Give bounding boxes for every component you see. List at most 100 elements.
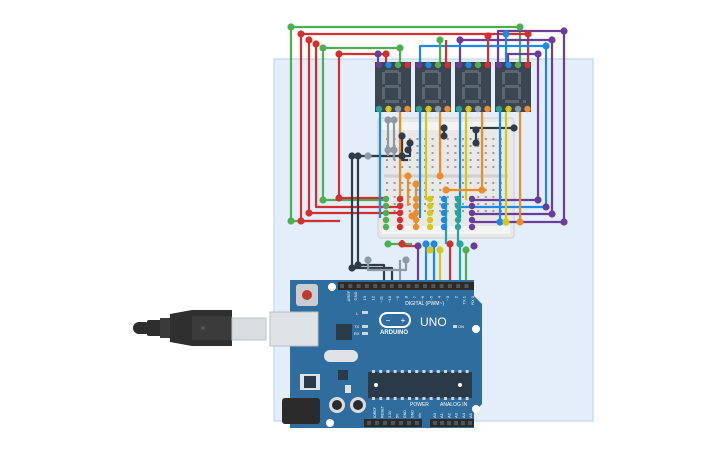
breadboard-connection[interactable] [468,195,476,203]
wire-endpoint[interactable] [430,240,438,248]
display-pin[interactable] [484,105,491,113]
wire-endpoint[interactable] [534,196,542,204]
display-pin[interactable] [465,105,472,113]
breadboard-connection[interactable] [396,202,404,210]
display-pin[interactable] [375,105,383,113]
display-pin[interactable] [524,105,531,113]
wire-endpoint[interactable] [319,196,327,204]
wire-endpoint[interactable] [534,50,542,58]
header-hole[interactable] [464,284,469,288]
seven-segment-display[interactable] [455,61,491,113]
wire-endpoint[interactable] [436,172,444,180]
display-pin[interactable] [425,105,432,113]
header-hole[interactable] [433,421,437,425]
display-pin[interactable] [505,61,512,69]
header-hole[interactable] [399,421,403,425]
wire-endpoint[interactable] [560,27,568,35]
wire-endpoint[interactable] [287,23,295,31]
wire-endpoint[interactable] [414,242,422,250]
header-hole[interactable] [364,284,369,288]
wire[interactable] [291,25,522,62]
header-hole[interactable] [367,421,371,425]
wire-endpoint[interactable] [472,139,480,147]
wire-endpoint[interactable] [354,261,362,269]
seven-segment-display[interactable] [375,61,411,113]
display-pin[interactable] [434,105,442,113]
wire-endpoint[interactable] [442,186,450,194]
header-hole[interactable] [447,284,452,288]
wire-endpoint[interactable] [496,218,504,226]
breadboard-connection[interactable] [440,216,448,224]
display-pin[interactable] [455,61,463,69]
wire-endpoint[interactable] [516,23,524,31]
wire-endpoint[interactable] [335,194,343,202]
wire-endpoint[interactable] [478,186,486,194]
wire-endpoint[interactable] [319,44,327,52]
wire-endpoint[interactable] [446,240,454,248]
header-hole[interactable] [447,421,451,425]
breadboard-connection[interactable] [454,195,462,203]
header-hole[interactable] [423,284,427,288]
wire-endpoint[interactable] [335,50,343,58]
wire-endpoint[interactable] [484,32,492,40]
wire-endpoint[interactable] [470,242,478,250]
wire-endpoint[interactable] [396,44,404,52]
wire-endpoint[interactable] [364,152,372,160]
breadboard-connection[interactable] [412,223,420,231]
wire-endpoint[interactable] [440,124,448,132]
wire-endpoint[interactable] [305,209,313,217]
wire-endpoint[interactable] [287,217,295,225]
display-pin[interactable] [385,61,392,69]
wire-endpoint[interactable] [440,132,448,140]
wire-endpoint[interactable] [548,210,556,218]
display-pin[interactable] [484,61,491,69]
wire-endpoint[interactable] [384,240,392,248]
wire-endpoint[interactable] [354,152,362,160]
breadboard-connection[interactable] [468,202,476,210]
breadboard-connection[interactable] [454,216,462,224]
display-pin[interactable] [394,61,402,69]
display-pin[interactable] [524,61,531,69]
display-pin[interactable] [444,105,451,113]
breadboard-connection[interactable] [412,216,420,224]
breadboard-connection[interactable] [468,216,476,224]
wire[interactable] [350,156,394,286]
wire-endpoint[interactable] [542,203,550,211]
header-hole[interactable] [454,421,458,425]
wire[interactable] [314,44,400,209]
display-pin[interactable] [455,105,463,113]
breadboard-connection[interactable] [454,202,462,210]
header-hole[interactable] [375,421,379,425]
header-hole[interactable] [468,421,472,425]
usb-cable[interactable] [133,310,267,346]
wire-endpoint[interactable] [436,36,444,44]
wire-endpoint[interactable] [390,116,398,124]
breadboard-connection[interactable] [396,209,404,217]
display-pin[interactable] [495,61,503,69]
display-pin[interactable] [415,61,423,69]
breadboard-connection[interactable] [396,216,404,224]
wire-endpoint[interactable] [384,116,392,124]
header-hole[interactable] [456,284,461,288]
breadboard-connection[interactable] [426,216,434,224]
wire-endpoint[interactable] [404,146,412,154]
header-hole[interactable] [415,421,419,425]
breadboard-connection[interactable] [412,195,420,203]
display-pin[interactable] [404,105,411,113]
breadboard-connection[interactable] [426,195,434,203]
breadboard-connection[interactable] [412,202,420,210]
wire-endpoint[interactable] [436,246,444,254]
breadboard-connection[interactable] [412,209,420,217]
header-hole[interactable] [440,421,444,425]
display-pin[interactable] [514,105,522,113]
header-hole[interactable] [348,284,353,288]
wire[interactable] [418,44,546,62]
breadboard-connection[interactable] [440,223,448,231]
wire-endpoint[interactable] [472,126,480,134]
breadboard-connection[interactable] [440,209,448,217]
wire-endpoint[interactable] [412,180,420,188]
wire-endpoint[interactable] [390,146,398,154]
display-pin[interactable] [514,61,522,69]
wire-endpoint[interactable] [456,240,464,248]
